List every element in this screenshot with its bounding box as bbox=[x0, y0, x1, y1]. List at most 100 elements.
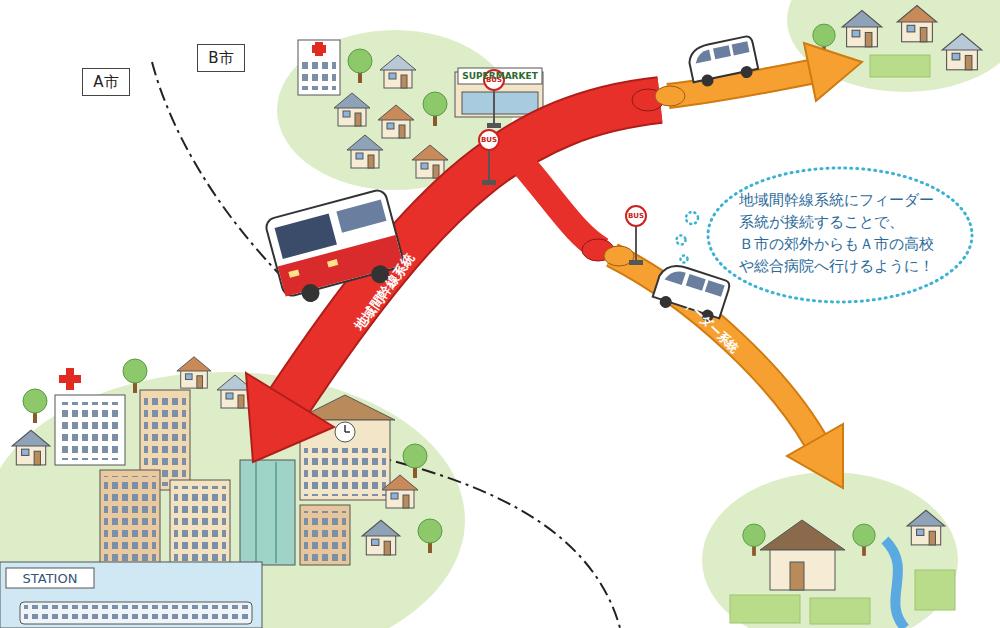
train-windows bbox=[24, 605, 248, 619]
office-building bbox=[170, 480, 230, 565]
bus-window bbox=[336, 200, 386, 233]
van-wheel bbox=[658, 294, 673, 309]
bus-stop-base bbox=[629, 260, 643, 265]
house-icon bbox=[382, 475, 418, 508]
town-area bbox=[702, 472, 958, 628]
bus-stop-text: BUS bbox=[628, 212, 644, 220]
van-window bbox=[686, 274, 706, 291]
bus-stop-pole bbox=[488, 150, 490, 182]
hospital-building bbox=[55, 395, 125, 465]
house-icon bbox=[378, 105, 414, 138]
city-name: A市 bbox=[93, 73, 118, 92]
house-icon bbox=[942, 34, 982, 70]
feeder-arrow-outline bbox=[668, 72, 810, 96]
city-boundary bbox=[152, 62, 290, 285]
house-icon bbox=[12, 430, 50, 465]
glass-tower bbox=[240, 460, 295, 565]
office-building bbox=[100, 470, 160, 565]
speech-bubble: 地域間幹線系統にフィーダー 系統が接続することで、 Ｂ市の郊外からもＡ市の高校 … bbox=[705, 165, 975, 305]
bubble-tail-dot bbox=[681, 256, 688, 263]
van-body bbox=[687, 35, 759, 82]
house-icon bbox=[897, 6, 937, 42]
tree-icon bbox=[418, 519, 442, 553]
bus-stop-text: BUS bbox=[486, 76, 502, 84]
van-windshield bbox=[693, 49, 711, 63]
handshake-hand bbox=[655, 86, 685, 106]
van-windshield bbox=[665, 267, 686, 285]
tree-icon bbox=[743, 524, 765, 556]
school-clock bbox=[335, 422, 355, 442]
bus-wheel bbox=[300, 282, 322, 304]
tree-icon bbox=[403, 444, 427, 478]
rice-field bbox=[810, 598, 870, 624]
van-window bbox=[732, 41, 750, 55]
house-icon bbox=[177, 357, 211, 388]
van-window bbox=[713, 45, 731, 59]
clock-hand bbox=[344, 425, 346, 432]
callout-text: 地域間幹線系統にフィーダー 系統が接続することで、 Ｂ市の郊外からもＡ市の高校 … bbox=[739, 189, 945, 277]
house-icon bbox=[842, 11, 882, 47]
city-box: B市 bbox=[197, 44, 245, 72]
bus-stop-base bbox=[487, 123, 501, 128]
city-name: B市 bbox=[208, 49, 233, 68]
tower-stripe bbox=[255, 462, 257, 563]
tree-icon bbox=[423, 92, 447, 126]
van-wheel bbox=[700, 73, 714, 87]
rice-field bbox=[915, 570, 955, 610]
trunk-branch bbox=[515, 155, 602, 250]
tree-icon bbox=[348, 49, 372, 83]
station-sign-text: STATION bbox=[23, 571, 78, 586]
supermarket-building bbox=[455, 72, 543, 117]
house-icon bbox=[907, 510, 945, 545]
van-wheel bbox=[740, 65, 754, 79]
farmhouse-door bbox=[790, 562, 804, 590]
bubble-tail-dot bbox=[677, 236, 686, 245]
rice-field bbox=[870, 55, 930, 77]
bus-windshield bbox=[275, 214, 337, 259]
bus-stop-base bbox=[482, 180, 496, 185]
red-cross bbox=[59, 375, 81, 383]
tree-icon bbox=[123, 359, 147, 393]
farmhouse-wall bbox=[770, 550, 835, 590]
building-windows bbox=[60, 402, 120, 460]
rice-field bbox=[730, 595, 800, 623]
tree-icon bbox=[853, 524, 875, 556]
city-boundary bbox=[370, 455, 620, 628]
van bbox=[687, 35, 760, 89]
shop-window bbox=[462, 92, 538, 114]
tree-icon bbox=[23, 389, 47, 423]
bus-stop-sign bbox=[626, 206, 646, 226]
bus-stop-pole bbox=[635, 226, 637, 262]
house-icon bbox=[380, 55, 416, 88]
town-area bbox=[0, 372, 465, 628]
city-box: A市 bbox=[82, 68, 130, 96]
bus-stop-text: BUS bbox=[481, 136, 497, 144]
bus-light bbox=[327, 259, 338, 267]
clock-hand bbox=[345, 431, 350, 433]
hospital-building bbox=[298, 40, 340, 95]
bubble-ellipse bbox=[708, 168, 972, 302]
supermarket-sign bbox=[458, 68, 542, 84]
station-sign bbox=[6, 568, 94, 588]
house-icon bbox=[334, 93, 370, 126]
building-windows bbox=[174, 486, 226, 561]
bus-stop-pole bbox=[493, 90, 495, 125]
house-icon bbox=[362, 520, 400, 555]
station-building bbox=[0, 562, 262, 628]
trunk-arrowhead bbox=[246, 373, 334, 462]
stream bbox=[885, 540, 905, 628]
house-icon bbox=[347, 135, 383, 168]
bus-stop-sign bbox=[479, 130, 499, 150]
tower-stripe bbox=[275, 462, 277, 563]
building-windows bbox=[304, 448, 386, 496]
train bbox=[20, 602, 252, 624]
feeder-arrow bbox=[668, 72, 810, 96]
building-windows bbox=[302, 58, 336, 90]
bubble-tail-dot bbox=[686, 212, 698, 224]
feeder-arrowhead bbox=[787, 424, 843, 488]
office-building bbox=[300, 505, 350, 565]
building-windows bbox=[304, 511, 346, 561]
building-windows bbox=[104, 476, 156, 561]
